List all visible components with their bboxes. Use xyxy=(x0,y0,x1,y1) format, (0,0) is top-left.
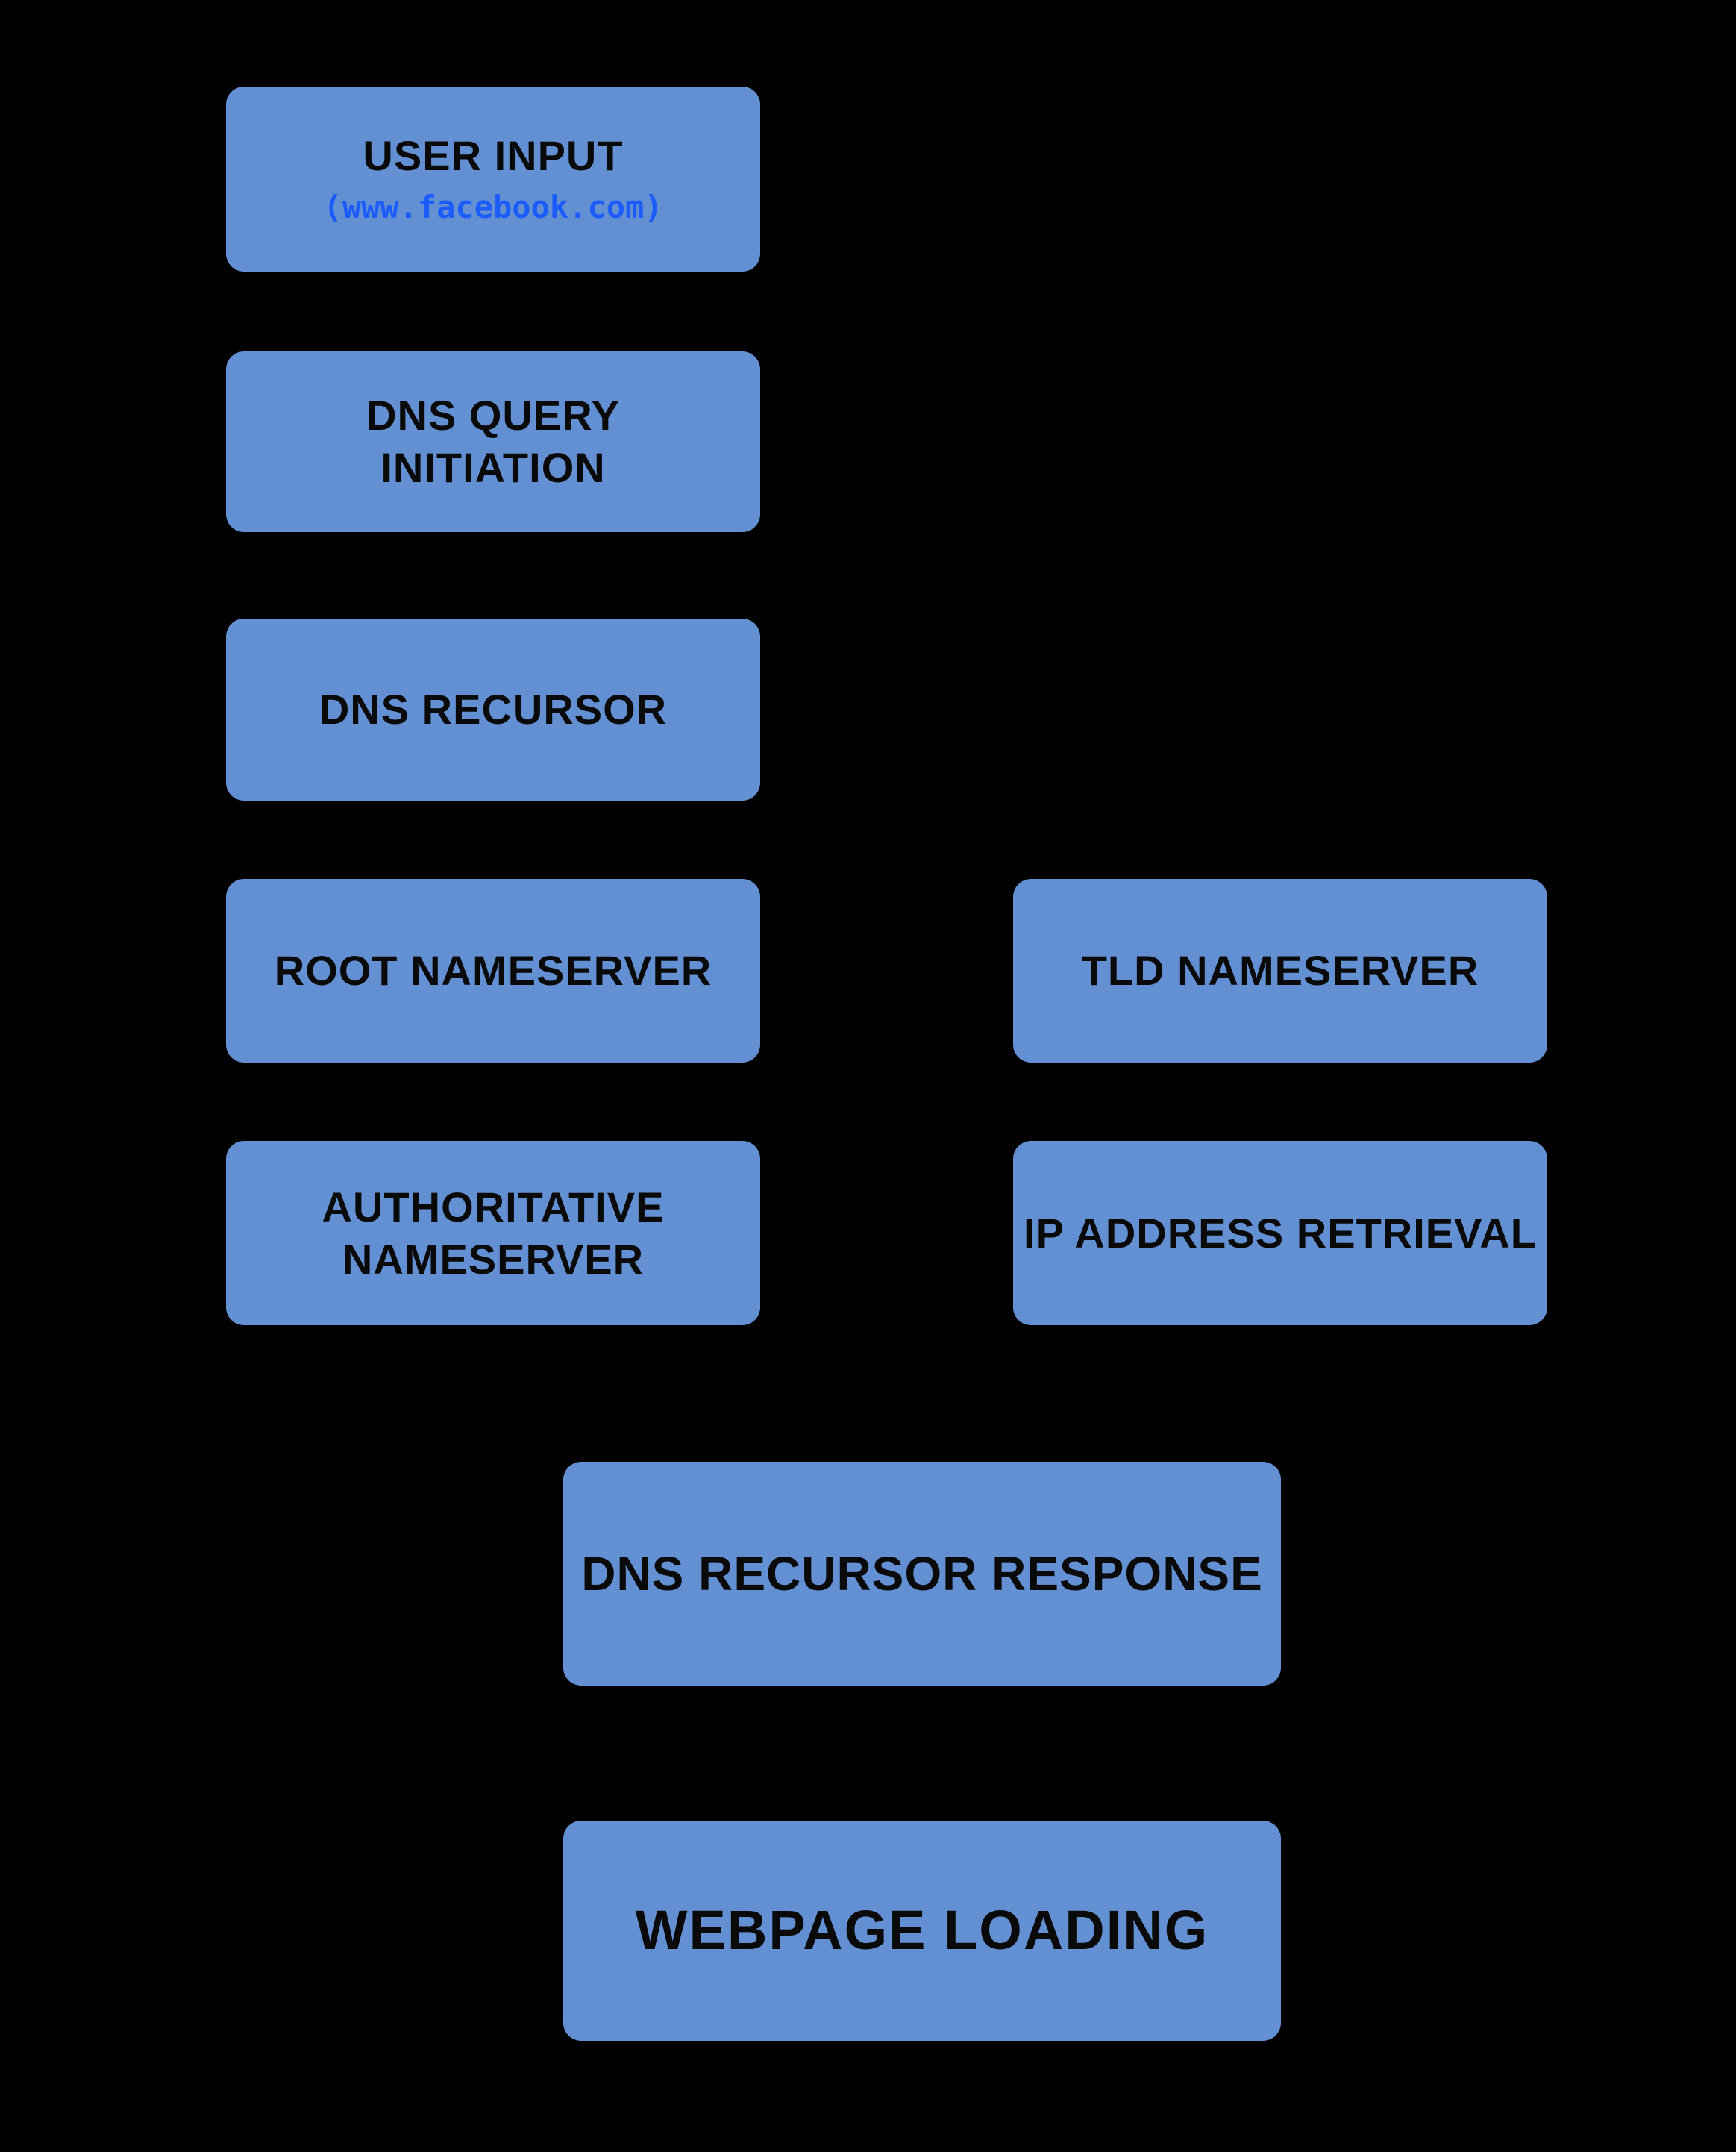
flow-node-authoritative-nameserver: AUTHORITATIVE NAMESERVER xyxy=(226,1141,760,1325)
node-title-line1: AUTHORITATIVE xyxy=(322,1183,665,1230)
node-title: DNS RECURSOR RESPONSE xyxy=(581,1547,1263,1601)
flow-node-user-input: USER INPUT (www.facebook.com) xyxy=(226,87,760,272)
flow-node-dns-query-initiation: DNS QUERY INITIATION xyxy=(226,351,760,532)
flow-node-ip-address-retrieval: IP ADDRESS RETRIEVAL xyxy=(1013,1141,1547,1325)
node-title: USER INPUT xyxy=(363,131,624,179)
flow-node-tld-nameserver: TLD NAMESERVER xyxy=(1013,879,1547,1063)
node-title-line1: DNS QUERY xyxy=(366,392,620,439)
node-title: WEBPAGE LOADING xyxy=(635,1899,1209,1962)
node-title: DNS RECURSOR xyxy=(319,686,668,733)
node-title: ROOT NAMESERVER xyxy=(274,947,712,994)
node-url-text: (www.facebook.com) xyxy=(323,188,663,225)
flow-node-dns-recursor-response: DNS RECURSOR RESPONSE xyxy=(563,1462,1281,1686)
flow-node-webpage-loading: WEBPAGE LOADING xyxy=(563,1821,1281,2041)
node-title-line2: INITIATION xyxy=(380,444,606,491)
flow-node-root-nameserver: ROOT NAMESERVER xyxy=(226,879,760,1063)
node-title: TLD NAMESERVER xyxy=(1081,947,1479,994)
node-title: IP ADDRESS RETRIEVAL xyxy=(1024,1209,1537,1257)
flow-node-dns-recursor: DNS RECURSOR xyxy=(226,619,760,801)
node-title-line2: NAMESERVER xyxy=(342,1235,645,1283)
